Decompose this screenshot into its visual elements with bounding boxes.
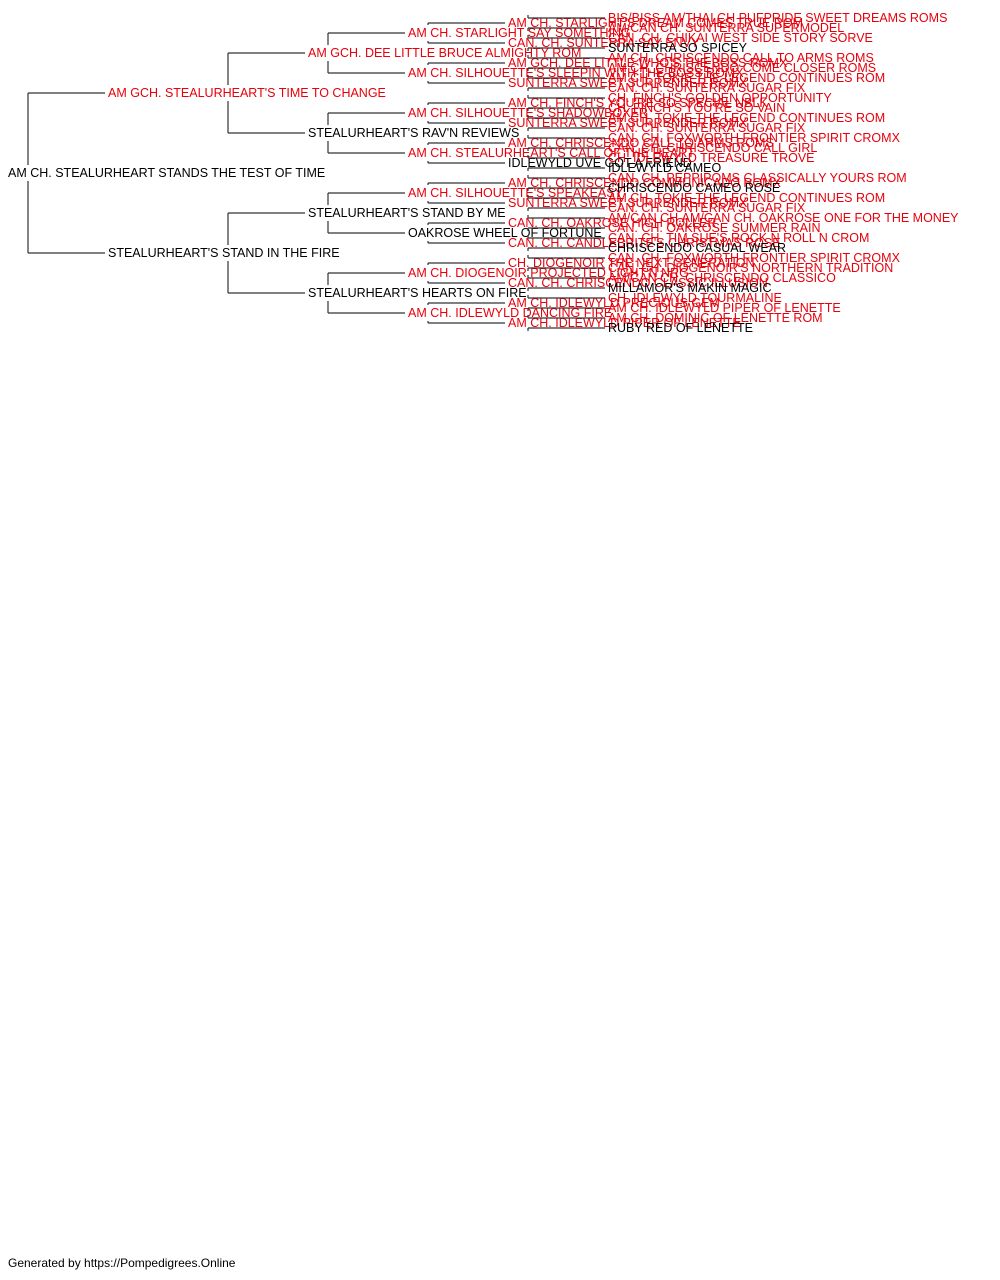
sire-name-gen5: AM CH. TOKIE THE LEGEND CONTINUES ROM: [608, 111, 885, 125]
dam-name-gen2: STEALURHEART'S RAV'N REVIEWS: [308, 126, 519, 140]
sire-name-gen3: AM CH. DIOGENOIR PROJECTED LIGHT'N NRG: [408, 266, 689, 280]
dam-name-gen4: CAN. CH. CHRISCENDO CLASSIC ILLUSION: [508, 276, 768, 290]
sire-name-gen2: AM GCH. DEE LITTLE BRUCE ALMIGHTY ROM: [308, 46, 581, 60]
dam-name-gen4: IDLEWYLD UVE GOT A FRIEND: [508, 156, 692, 170]
dam-name-gen5: CHRISCENDO CAMEO ROSE: [608, 181, 780, 195]
dam-name-gen5: CAN. CH. SUNTERRA SUGAR FIX: [608, 81, 806, 95]
sire-name-gen4: AM CH. FINCH'S YOU'RE SO SPECIAL NBLK: [508, 96, 768, 110]
sire-name-gen5: AM CH. DOMINIC OF LENETTE ROM: [608, 311, 823, 325]
sire-name-gen4: AM CH. IDLEWYLD PRECIOUS GEM: [508, 296, 720, 310]
dam-name-gen5: CAN. CH. OAKROSE SUMMER RAIN: [608, 221, 821, 235]
sire-name-gen5: CAN. CH. CHIKAI WEST SIDE STORY SORVE: [608, 31, 873, 45]
sire-name-gen5: CH. FINCH'S GOLDEN OPPORTUNITY: [608, 91, 832, 105]
sire-name-gen5: CH. IDLEWYLD TOURMALINE: [608, 291, 782, 305]
dam-name-gen5: MILLAMOR'S MAKIN MAGIC: [608, 281, 772, 295]
dam-name-gen5: CAN. CH. SUNTERRA SUGAR FIX: [608, 121, 806, 135]
sire-name-gen5: AM CH. TOKIE THE LEGEND CONTINUES ROM: [608, 71, 885, 85]
dam-name-gen3: OAKROSE WHEEL OF FORTUNE: [408, 226, 602, 240]
sire-name-gen3: AM CH. SILHOUETTE'S SPEAKEASY: [408, 186, 624, 200]
sire-name-gen5: AM/CAN CH. CHRISCENDO CLASSICO: [608, 271, 836, 285]
sire-name-gen4: AM CH. CHRISCENDO COMMUNICADO ROMX: [508, 176, 782, 190]
dam-name-gen4: SUNTERRA SWEET SURRENDER ROMX: [508, 116, 748, 130]
pedigree-tree: AM CH. STEALURHEART STANDS THE TEST OF T…: [8, 11, 959, 335]
sire-name-gen5: CAN. CH. FOXWORTH FRONTIER SPIRIT CROMX: [608, 251, 901, 265]
dam-name-gen5: CAN. CH. SUNTERRA SUGAR FIX: [608, 201, 806, 215]
sire-name-gen4: AM CH. CHRISCENDO CALL TO ARMS ROMS: [508, 136, 774, 150]
dam-name-gen5: CAN. CH. CHRISCENDO CALL GIRL: [608, 141, 817, 155]
dam-name-gen3: AM CH. IDLEWYLD DANCING FIRE: [408, 306, 612, 320]
sire-name-gen4: AM GCH. DEE LITTLE WHO'S THE BOSS ROMX: [508, 56, 788, 70]
dam-name-gen5: AM CH. IDLEWYLD PIPER OF LENETTE: [608, 301, 841, 315]
sire-name-gen5: BIS/BISS AM/THAI CH PUFPRIDE SWEET DREAM…: [608, 11, 947, 25]
sire-name-gen3: AM CH. SILHOUETTE'S SHADOWBOXER: [408, 106, 648, 120]
sire-name-gen1: AM GCH. STEALURHEART'S TIME TO CHANGE: [108, 86, 386, 100]
dam-name-gen3: AM CH. STEALURHEART'S CALL OF THE HEART: [408, 146, 695, 160]
sire-name-gen5: CAN. CH. FOXWORTH FRONTIER SPIRIT CROMX: [608, 131, 901, 145]
sire-name-gen4: CH. DIOGENOIR THE NEXT GENERATION: [508, 256, 755, 270]
sire-name-gen5: CH. IDLEWYLD TREASURE TROVE: [608, 151, 815, 165]
dam-name-gen4: SUNTERRA SWEET SURRENDER ROMX: [508, 196, 748, 210]
dam-name-gen5: SUNTERRA SO SPICEY: [608, 41, 748, 55]
dam-name-gen3: AM CH. SILHOUETTE'S SLEEPIN WITH THE BOS…: [408, 66, 744, 80]
dam-name-gen5: RUBY RED OF LENETTE: [608, 321, 753, 335]
dam-name-gen5: AM/CAN CH. SUNTERRA SUPERMODEL: [608, 21, 844, 35]
dam-name-gen5: CAN. CH. DIOGENOIR'S NORTHERN TRADITION: [608, 261, 893, 275]
dam-name-gen5: CHRISCENDO CASUAL WEAR: [608, 241, 786, 255]
dam-name-gen4: CAN. CH. SUNTERRA SAY ENVY: [508, 36, 700, 50]
sire-name-gen4: AM CH. STARLIGHT'S DREAM COMES TRUE ROM: [508, 16, 803, 30]
sire-name-gen5: AM CH. CHRISCENDO CALL TO ARMS ROMS: [608, 51, 874, 65]
generated-by-footer: Generated by https://Pompedigrees.Online: [8, 1256, 236, 1270]
sire-name-gen4: CAN. CH. OAKROSE HIGH ROLLER: [508, 216, 716, 230]
dam-name-gen4: CAN. CH. CANDLEBRITE'S CHRISTMAS ROSE: [508, 236, 781, 250]
dam-name-gen4: SUNTERRA SWEET SURRENDER ROMX: [508, 76, 748, 90]
sire-name-gen5: AM CH. TOKIE THE LEGEND CONTINUES ROM: [608, 191, 885, 205]
dam-name-gen1: STEALURHEART'S STAND IN THE FIRE: [108, 246, 340, 260]
sire-name-gen5: AM/CAN CH.AM/CAN CH. OAKROSE ONE FOR THE…: [608, 211, 959, 225]
dam-name-gen2: STEALURHEART'S HEARTS ON FIRE: [308, 286, 527, 300]
dam-name-gen5: AM CH. CHRISCENDO COME CLOSER ROMS: [608, 61, 876, 75]
sire-name-gen5: CAN. CH. TIM SUE'S ROCK N ROLL N CROM: [608, 231, 869, 245]
dam-name-gen5: CH. FINCH'S YOU'RE SO VAIN: [608, 101, 785, 115]
dam-name-gen4: AM CH. IDLEWYLD PIPER OF LENETTE: [508, 316, 741, 330]
sire-name-gen2: STEALURHEART'S STAND BY ME: [308, 206, 506, 220]
sire-name-gen5: CAN. CH. PEPPIPOMS CLASSICALLY YOURS ROM: [608, 171, 907, 185]
dam-name-gen5: IDLEWYLD CAMEO: [608, 161, 721, 175]
sire-name-gen3: AM CH. STARLIGHT SAY SOMETHING: [408, 26, 631, 40]
subject-dog-name: AM CH. STEALURHEART STANDS THE TEST OF T…: [8, 166, 325, 180]
